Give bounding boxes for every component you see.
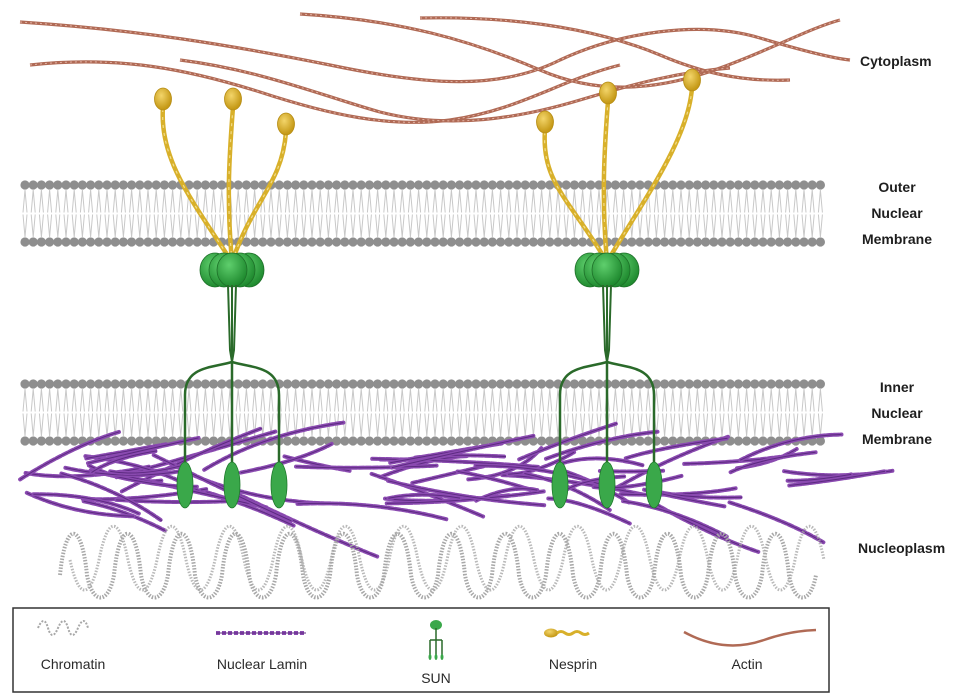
actin-filaments xyxy=(20,14,850,122)
svg-text:Inner: Inner xyxy=(880,379,915,395)
legend-sun-label: SUN xyxy=(421,670,451,686)
cytoplasm-label: Cytoplasm xyxy=(860,53,932,69)
actin-filament xyxy=(300,14,840,87)
nesprin xyxy=(607,88,692,262)
outer-nuclear-membrane xyxy=(20,180,825,246)
chromatin xyxy=(60,526,824,597)
legend-chromatin-label: Chromatin xyxy=(41,656,106,672)
inner-nuclear-membrane-label: Inner Nuclear Membrane xyxy=(862,379,932,447)
svg-text:Membrane: Membrane xyxy=(862,231,932,247)
svg-text:Nuclear: Nuclear xyxy=(871,405,923,421)
outer-nuclear-membrane-label: Outer Nuclear Membrane xyxy=(862,179,932,247)
nucleoplasm-label: Nucleoplasm xyxy=(858,540,945,556)
legend-sun-icon xyxy=(429,620,444,660)
legend: Chromatin Nuclear Lamin SUN Nesprin Acti… xyxy=(13,608,829,692)
inner-nuclear-membrane xyxy=(20,379,825,445)
actin-filament xyxy=(180,60,730,121)
legend-nuclear-lamin-label: Nuclear Lamin xyxy=(217,656,307,672)
actin-filament xyxy=(20,22,850,82)
legend-nesprin-label: Nesprin xyxy=(549,656,597,672)
svg-text:Outer: Outer xyxy=(878,179,916,195)
svg-text:Membrane: Membrane xyxy=(862,431,932,447)
legend-actin-label: Actin xyxy=(731,656,762,672)
svg-text:Nuclear: Nuclear xyxy=(871,205,923,221)
